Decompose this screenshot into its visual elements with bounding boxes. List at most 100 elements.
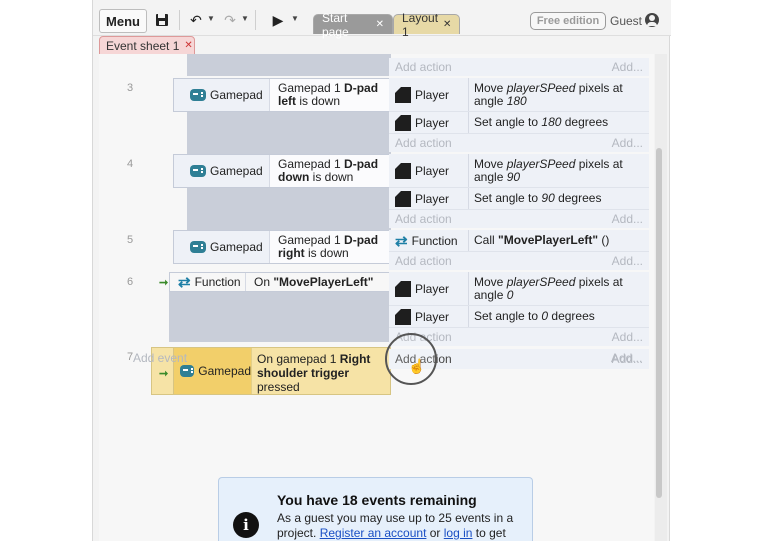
add-action-link[interactable]: Add action (395, 60, 452, 74)
function-icon: ⇄ (178, 274, 191, 291)
events-remaining-notice: i You have 18 events remaining As a gues… (218, 477, 533, 541)
event-number: 6 (127, 276, 134, 288)
free-edition-badge[interactable]: Free edition (530, 12, 606, 30)
condition-on-function[interactable]: ⇄Function On "MovePlayerLeft" (169, 272, 391, 292)
toolbar-divider (255, 10, 256, 30)
scrollbar-thumb[interactable] (656, 148, 662, 498)
object-name: Function (194, 275, 241, 289)
condition-object: Gamepad (174, 231, 270, 263)
tab-start-page[interactable]: Start page ✕ (313, 11, 393, 39)
object-name: Gamepad (210, 88, 263, 102)
action-row[interactable]: Player Set angle to 180 degrees (389, 112, 649, 134)
player-sprite-icon (395, 190, 411, 207)
add-more-link[interactable]: Add... (611, 254, 643, 268)
add-more-link[interactable]: Add... (611, 60, 643, 74)
close-icon[interactable]: ✕ (443, 19, 452, 30)
action-object: Player (389, 78, 469, 111)
undo-dropdown-icon[interactable]: ▼ (207, 14, 215, 23)
tab-layout-1[interactable]: Layout 1 ✕ (393, 11, 460, 39)
add-action-link[interactable]: Add action (395, 136, 452, 150)
close-icon[interactable]: ✕ (184, 40, 193, 51)
add-action-row[interactable]: Add action Add... (389, 58, 649, 76)
play-icon[interactable]: ▶ (272, 11, 284, 28)
tab-event-sheet-1[interactable]: Event sheet 1 ✕ (99, 36, 195, 55)
action-row[interactable]: Player Set angle to 0 degrees (389, 306, 649, 328)
event-number: 4 (127, 158, 134, 170)
app-window: Menu ↶ ▼ ↷ ▼ ▶ ▼ Start page ✕ Layout 1 ✕… (92, 0, 671, 541)
add-more-link[interactable]: Add... (611, 351, 643, 365)
gamepad-icon (190, 89, 206, 101)
redo-icon[interactable]: ↷ (224, 11, 236, 28)
trigger-arrow-icon: ➞ (159, 277, 169, 289)
info-icon: i (233, 512, 259, 538)
pointer-cursor-icon: ☝ (408, 358, 426, 374)
add-event-link[interactable]: Add event (133, 351, 188, 365)
condition-object: ⇄Function (170, 273, 246, 291)
player-sprite-icon (395, 308, 411, 325)
event-number: 3 (127, 82, 134, 94)
user-avatar-icon[interactable] (645, 13, 659, 27)
click-highlight (385, 333, 437, 385)
condition-object: Gamepad (174, 155, 270, 187)
play-dropdown-icon[interactable]: ▼ (291, 14, 299, 23)
add-more-link[interactable]: Add... (611, 330, 643, 344)
action-row[interactable]: ⇄Function Call "MovePlayerLeft" () (389, 230, 649, 252)
add-more-link[interactable]: Add... (611, 136, 643, 150)
object-name: Gamepad (198, 364, 251, 378)
gamepad-icon (180, 365, 195, 377)
toolbar: Menu ↶ ▼ ↷ ▼ ▶ ▼ Start page ✕ Layout 1 ✕… (93, 0, 671, 39)
add-action-row[interactable]: Add action Add... (389, 134, 649, 152)
event-number: 5 (127, 234, 134, 246)
add-action-row[interactable]: Add action Add... (389, 210, 649, 228)
undo-icon[interactable]: ↶ (190, 11, 202, 28)
action-text: Set angle to 0 degrees (474, 309, 595, 323)
condition-object: Gamepad (174, 348, 252, 394)
add-more-link[interactable]: Add... (611, 352, 643, 366)
gamepad-icon (190, 241, 206, 253)
guest-label[interactable]: Guest (610, 14, 643, 28)
action-text: Call "MovePlayerLeft" () (474, 233, 610, 247)
gamepad-icon (190, 165, 206, 177)
trigger-arrow-icon: ➞ (159, 368, 169, 380)
close-icon[interactable]: ✕ (375, 19, 384, 30)
player-sprite-icon (395, 86, 411, 103)
notice-body: As a guest you may use up to 25 events i… (277, 511, 514, 540)
player-sprite-icon (395, 280, 411, 297)
redo-dropdown-icon[interactable]: ▼ (241, 14, 249, 23)
login-link[interactable]: log in (443, 526, 473, 540)
notice-title: You have 18 events remaining (277, 492, 477, 508)
register-link[interactable]: Register an account (319, 526, 427, 540)
tab-label: Event sheet 1 (106, 38, 180, 53)
player-sprite-icon (395, 162, 411, 179)
function-icon: ⇄ (395, 232, 408, 250)
menu-button[interactable]: Menu (99, 9, 147, 33)
event-number: 7 (127, 351, 134, 363)
add-action-link[interactable]: Add action (395, 254, 452, 268)
add-more-link[interactable]: Add... (611, 212, 643, 226)
action-object: Player (389, 112, 469, 133)
save-icon[interactable] (153, 11, 171, 29)
add-action-row[interactable]: Add action Add... (389, 252, 649, 270)
condition-object: Gamepad (174, 79, 270, 111)
action-row[interactable]: Player Set angle to 90 degrees (389, 188, 649, 210)
object-name: Gamepad (210, 164, 263, 178)
condition-block (187, 54, 391, 76)
condition-text: On "MovePlayerLeft" (246, 273, 390, 291)
player-sprite-icon (395, 114, 411, 131)
action-object: Player (389, 272, 469, 305)
add-action-link[interactable]: Add action (395, 212, 452, 226)
action-object: ⇄Function (389, 230, 469, 251)
